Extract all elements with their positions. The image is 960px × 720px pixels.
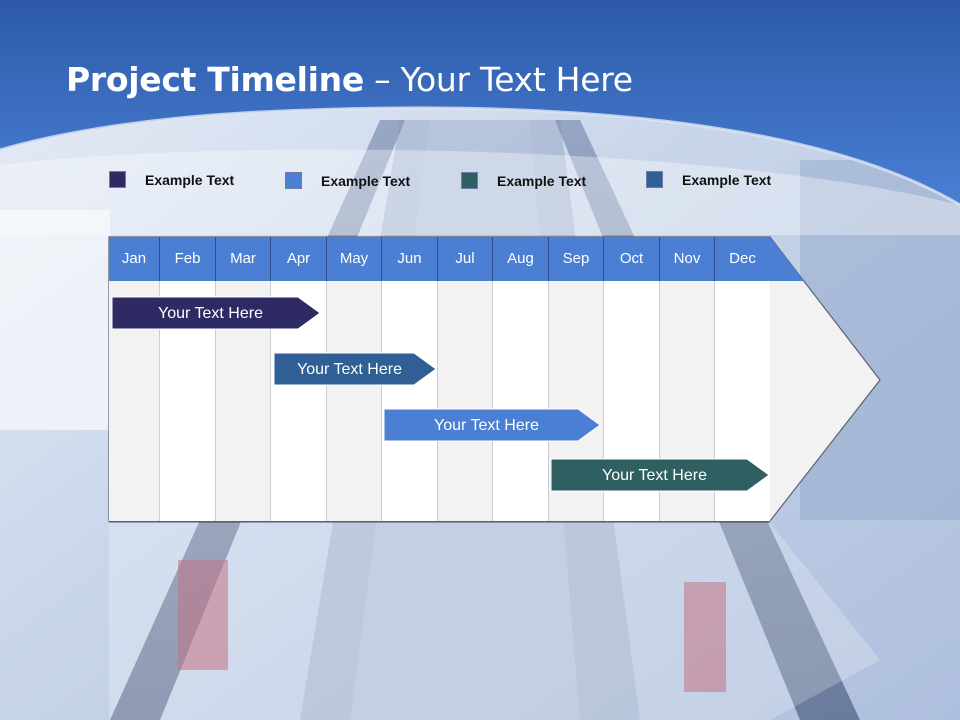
month-header-nov: Nov [659, 237, 714, 281]
task-bar-2 [273, 352, 437, 386]
legend-swatch-3 [461, 172, 478, 189]
task-bar-3 [383, 408, 601, 442]
page-title: Project Timeline – Your Text Here [66, 60, 633, 99]
month-header-jan: Jan [109, 237, 159, 281]
legend-label-4: Example Text [682, 172, 772, 188]
month-header-aug: Aug [492, 237, 548, 281]
month-header-oct: Oct [603, 237, 659, 281]
title-bold: Project Timeline [66, 60, 364, 99]
legend-label-2: Example Text [321, 173, 411, 189]
timeline-header-tip [770, 237, 804, 281]
title-rest: – Your Text Here [363, 60, 633, 99]
legend-swatch-2 [285, 172, 302, 189]
month-header-may: May [326, 237, 381, 281]
month-header-apr: Apr [270, 237, 326, 281]
task-label-4: Your Text Here [602, 467, 707, 484]
legend-label-3: Example Text [497, 173, 587, 189]
month-band-aug [492, 281, 548, 521]
task-label-1: Your Text Here [158, 305, 263, 322]
task-bar-4 [550, 458, 770, 492]
month-header-sep: Sep [548, 237, 603, 281]
month-band-jul [437, 281, 492, 521]
legend-label-1: Example Text [145, 172, 235, 188]
month-band-jun [381, 281, 437, 521]
task-label-2: Your Text Here [297, 361, 402, 378]
legend-swatch-1 [109, 171, 126, 188]
month-header-feb: Feb [159, 237, 215, 281]
month-header-dec: Dec [714, 237, 770, 281]
month-header-mar: Mar [215, 237, 270, 281]
month-header-jun: Jun [381, 237, 437, 281]
task-label-3: Your Text Here [434, 417, 539, 434]
task-bar-1 [111, 296, 321, 330]
legend-swatch-4 [646, 171, 663, 188]
month-band-may [326, 281, 381, 521]
month-header-jul: Jul [437, 237, 492, 281]
